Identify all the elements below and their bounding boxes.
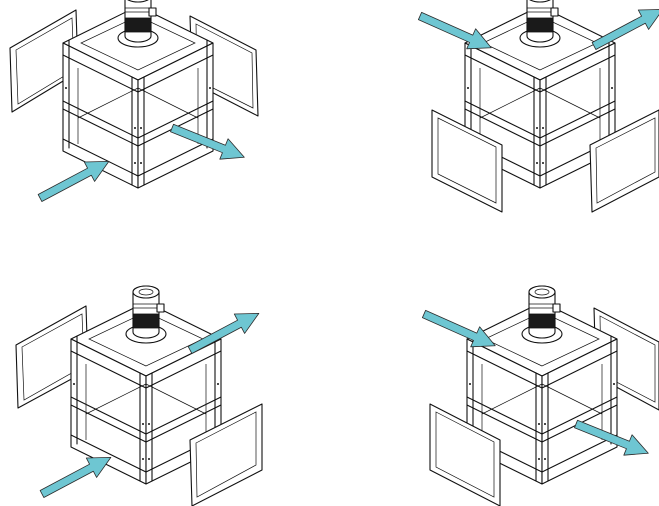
view-bottom-right (419, 285, 659, 506)
side-panel-front-right (589, 109, 659, 213)
side-panel-front-left (429, 403, 501, 506)
view-top-right (415, 0, 659, 213)
side-panel-front-right (189, 403, 263, 506)
airflow-outlet-arrow (588, 0, 659, 57)
view-top-left (9, 0, 259, 209)
side-panel-front-left (431, 109, 503, 213)
view-bottom-left (15, 285, 265, 506)
